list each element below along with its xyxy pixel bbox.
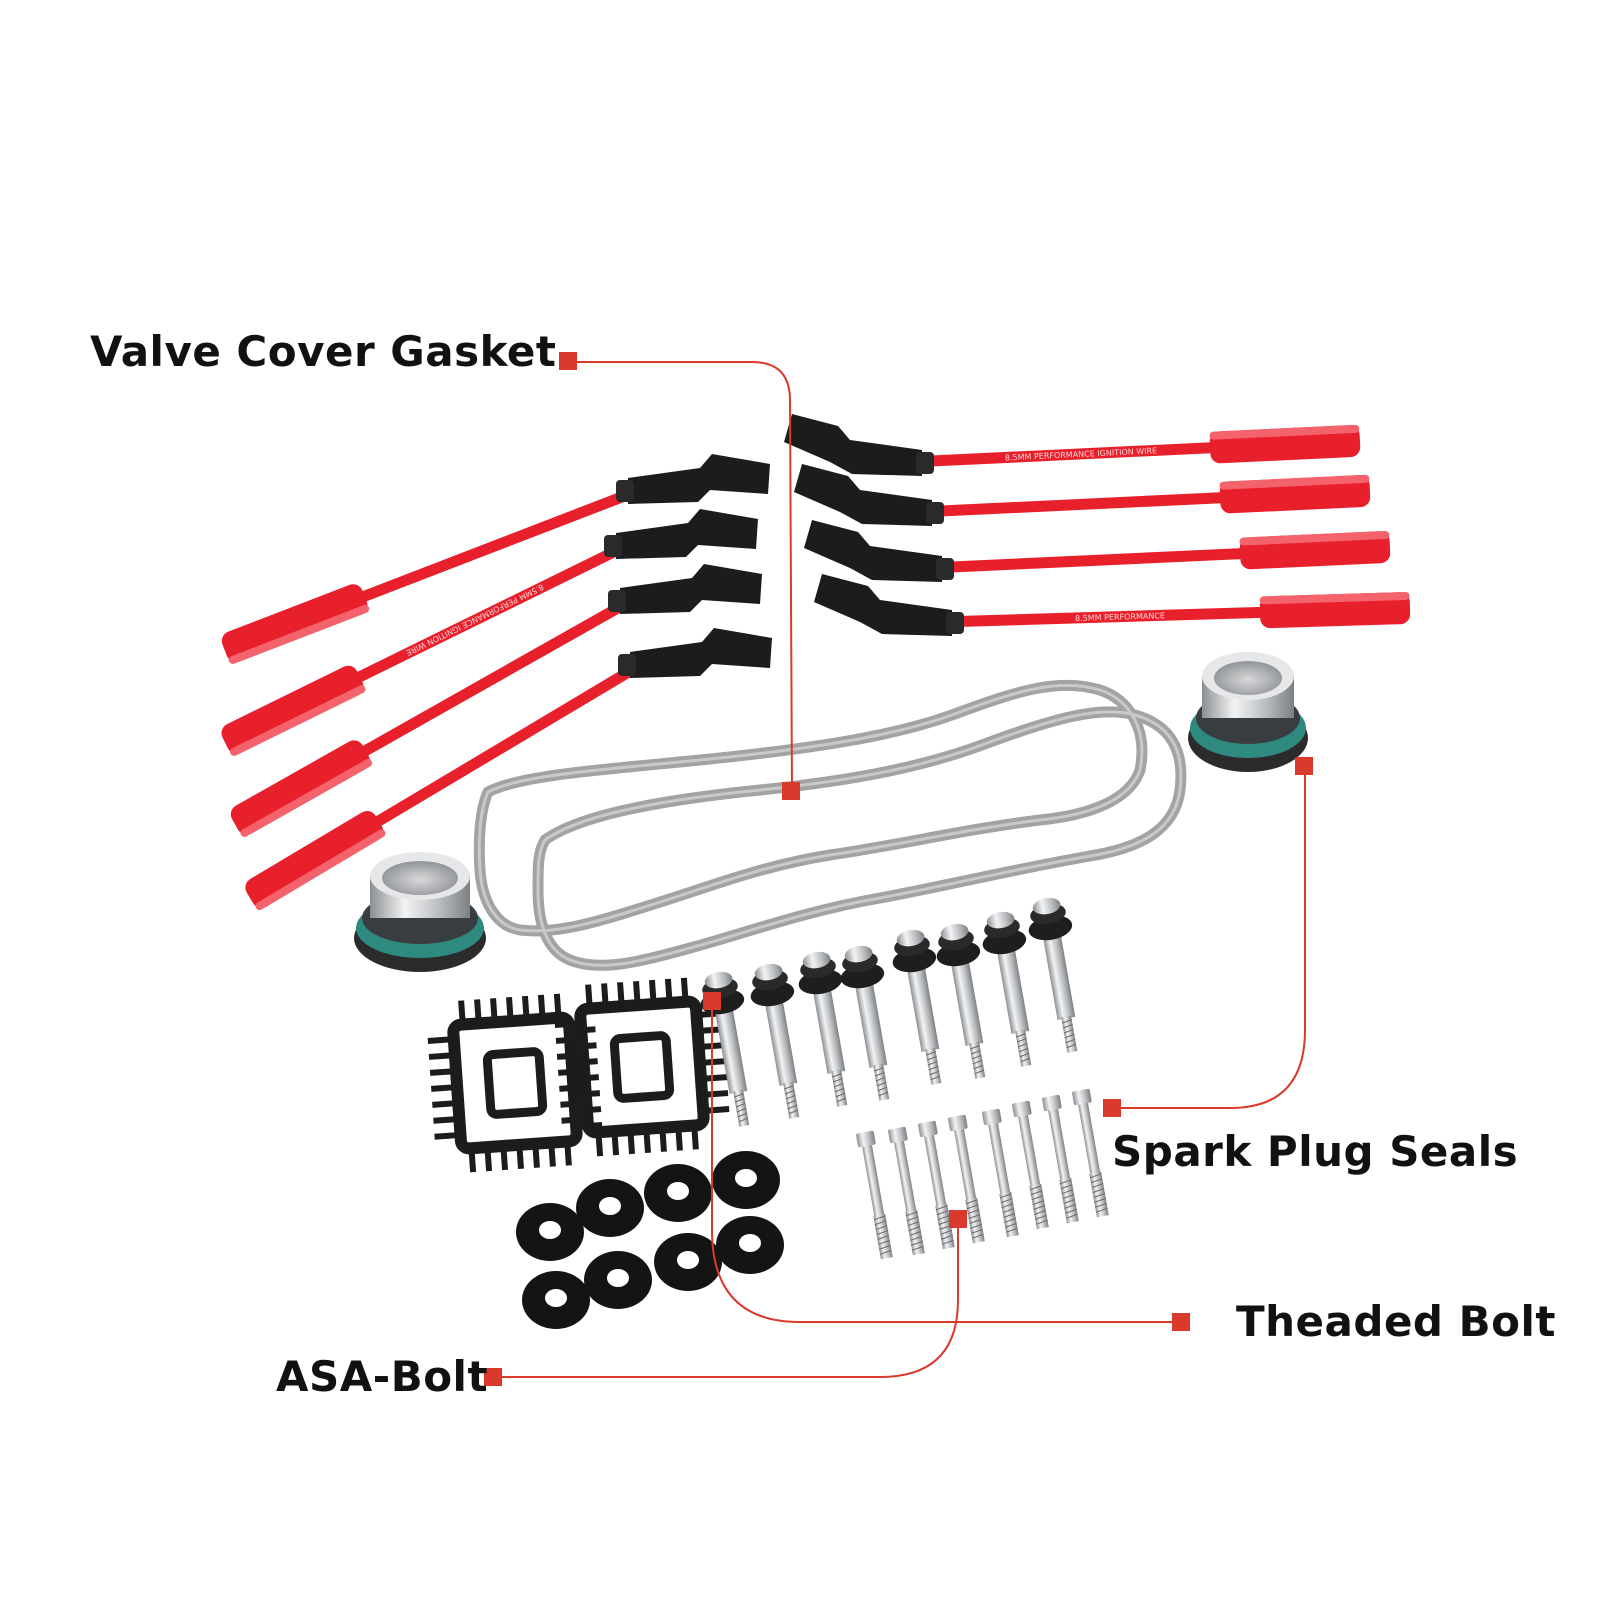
callout-markers <box>484 352 1313 1386</box>
rubber-grommet <box>522 1271 590 1329</box>
theaded-bolt <box>936 923 986 1079</box>
marker-asa-bolt-label <box>484 1368 502 1386</box>
label-theaded-bolt: Theaded Bolt <box>1236 1297 1556 1346</box>
theaded-bolt <box>1028 897 1078 1053</box>
marker-spark-plug-seals-label <box>1103 1099 1121 1117</box>
asa-bolt <box>1012 1100 1049 1230</box>
label-asa-bolt: ASA-Bolt <box>276 1352 489 1401</box>
spark-plug-wire: 8.5MM PERFORMANCE <box>814 574 1411 636</box>
asa-bolt <box>1072 1088 1109 1218</box>
rubber-grommet <box>584 1251 652 1309</box>
rubber-grommet <box>712 1151 780 1209</box>
theaded-bolt <box>892 929 942 1085</box>
theaded-bolts <box>700 897 1078 1127</box>
rubber-grommet <box>516 1203 584 1261</box>
asa-bolt <box>856 1130 893 1260</box>
asa-bolt <box>1042 1094 1079 1224</box>
leader-theaded-bolt <box>711 1000 1180 1323</box>
marker-valve-cover-gasket-part <box>782 782 800 800</box>
rubber-grommet <box>576 1179 644 1237</box>
spark-plug-wire <box>794 464 1371 526</box>
leader-valve-cover-gasket <box>570 361 793 793</box>
marker-theaded-bolt-part <box>703 992 721 1010</box>
label-spark-plug-seals: Spark Plug Seals <box>1112 1127 1519 1176</box>
wire-separator <box>554 977 730 1157</box>
svg-text:8.5MM PERFORMANCE IGNITION WIR: 8.5MM PERFORMANCE IGNITION WIRE <box>404 582 545 657</box>
rubber-grommet <box>654 1233 722 1291</box>
spark-plug-seal-left <box>354 852 486 972</box>
marker-spark-plug-seals-part <box>1295 757 1313 775</box>
theaded-bolt <box>840 945 890 1101</box>
theaded-bolt <box>982 911 1032 1067</box>
leader-spark-plug-seals <box>1112 770 1306 1109</box>
asa-bolts <box>856 1088 1109 1260</box>
asa-bolt <box>982 1108 1019 1238</box>
marker-valve-cover-gasket-label <box>559 352 577 370</box>
asa-bolt <box>918 1120 955 1250</box>
spark-plug-wire <box>230 564 762 837</box>
spark-plug-wire <box>221 454 770 664</box>
rubber-grommet <box>644 1164 712 1222</box>
svg-text:8.5MM PERFORMANCE: 8.5MM PERFORMANCE <box>1075 611 1165 623</box>
spark-plug-wires-right: 8.5MM PERFORMANCE IGNITION WIRE 8.5MM PER… <box>784 414 1411 636</box>
spark-plug-wire: 8.5MM PERFORMANCE IGNITION WIRE <box>784 414 1361 476</box>
wire-separator <box>427 993 603 1173</box>
label-valve-cover-gasket: Valve Cover Gasket <box>90 327 557 376</box>
leader-asa-bolt <box>494 1220 959 1378</box>
spark-plug-wires-left: 8.5MM PERFORMANCE IGNITION WIRE <box>221 454 772 911</box>
wire-separators <box>427 977 730 1173</box>
callout-lines <box>494 361 1306 1378</box>
spark-plug-wire <box>804 520 1391 582</box>
asa-bolt <box>948 1114 985 1244</box>
asa-bolt <box>888 1126 925 1256</box>
marker-asa-bolt-part <box>949 1210 967 1228</box>
spark-plug-seal-right <box>1188 652 1308 772</box>
rubber-grommet <box>716 1216 784 1274</box>
marker-theaded-bolt-label <box>1172 1313 1190 1331</box>
spark-plug-wire <box>245 628 772 911</box>
rubber-grommets <box>516 1151 784 1329</box>
theaded-bolt <box>798 951 848 1107</box>
theaded-bolt <box>750 963 800 1119</box>
